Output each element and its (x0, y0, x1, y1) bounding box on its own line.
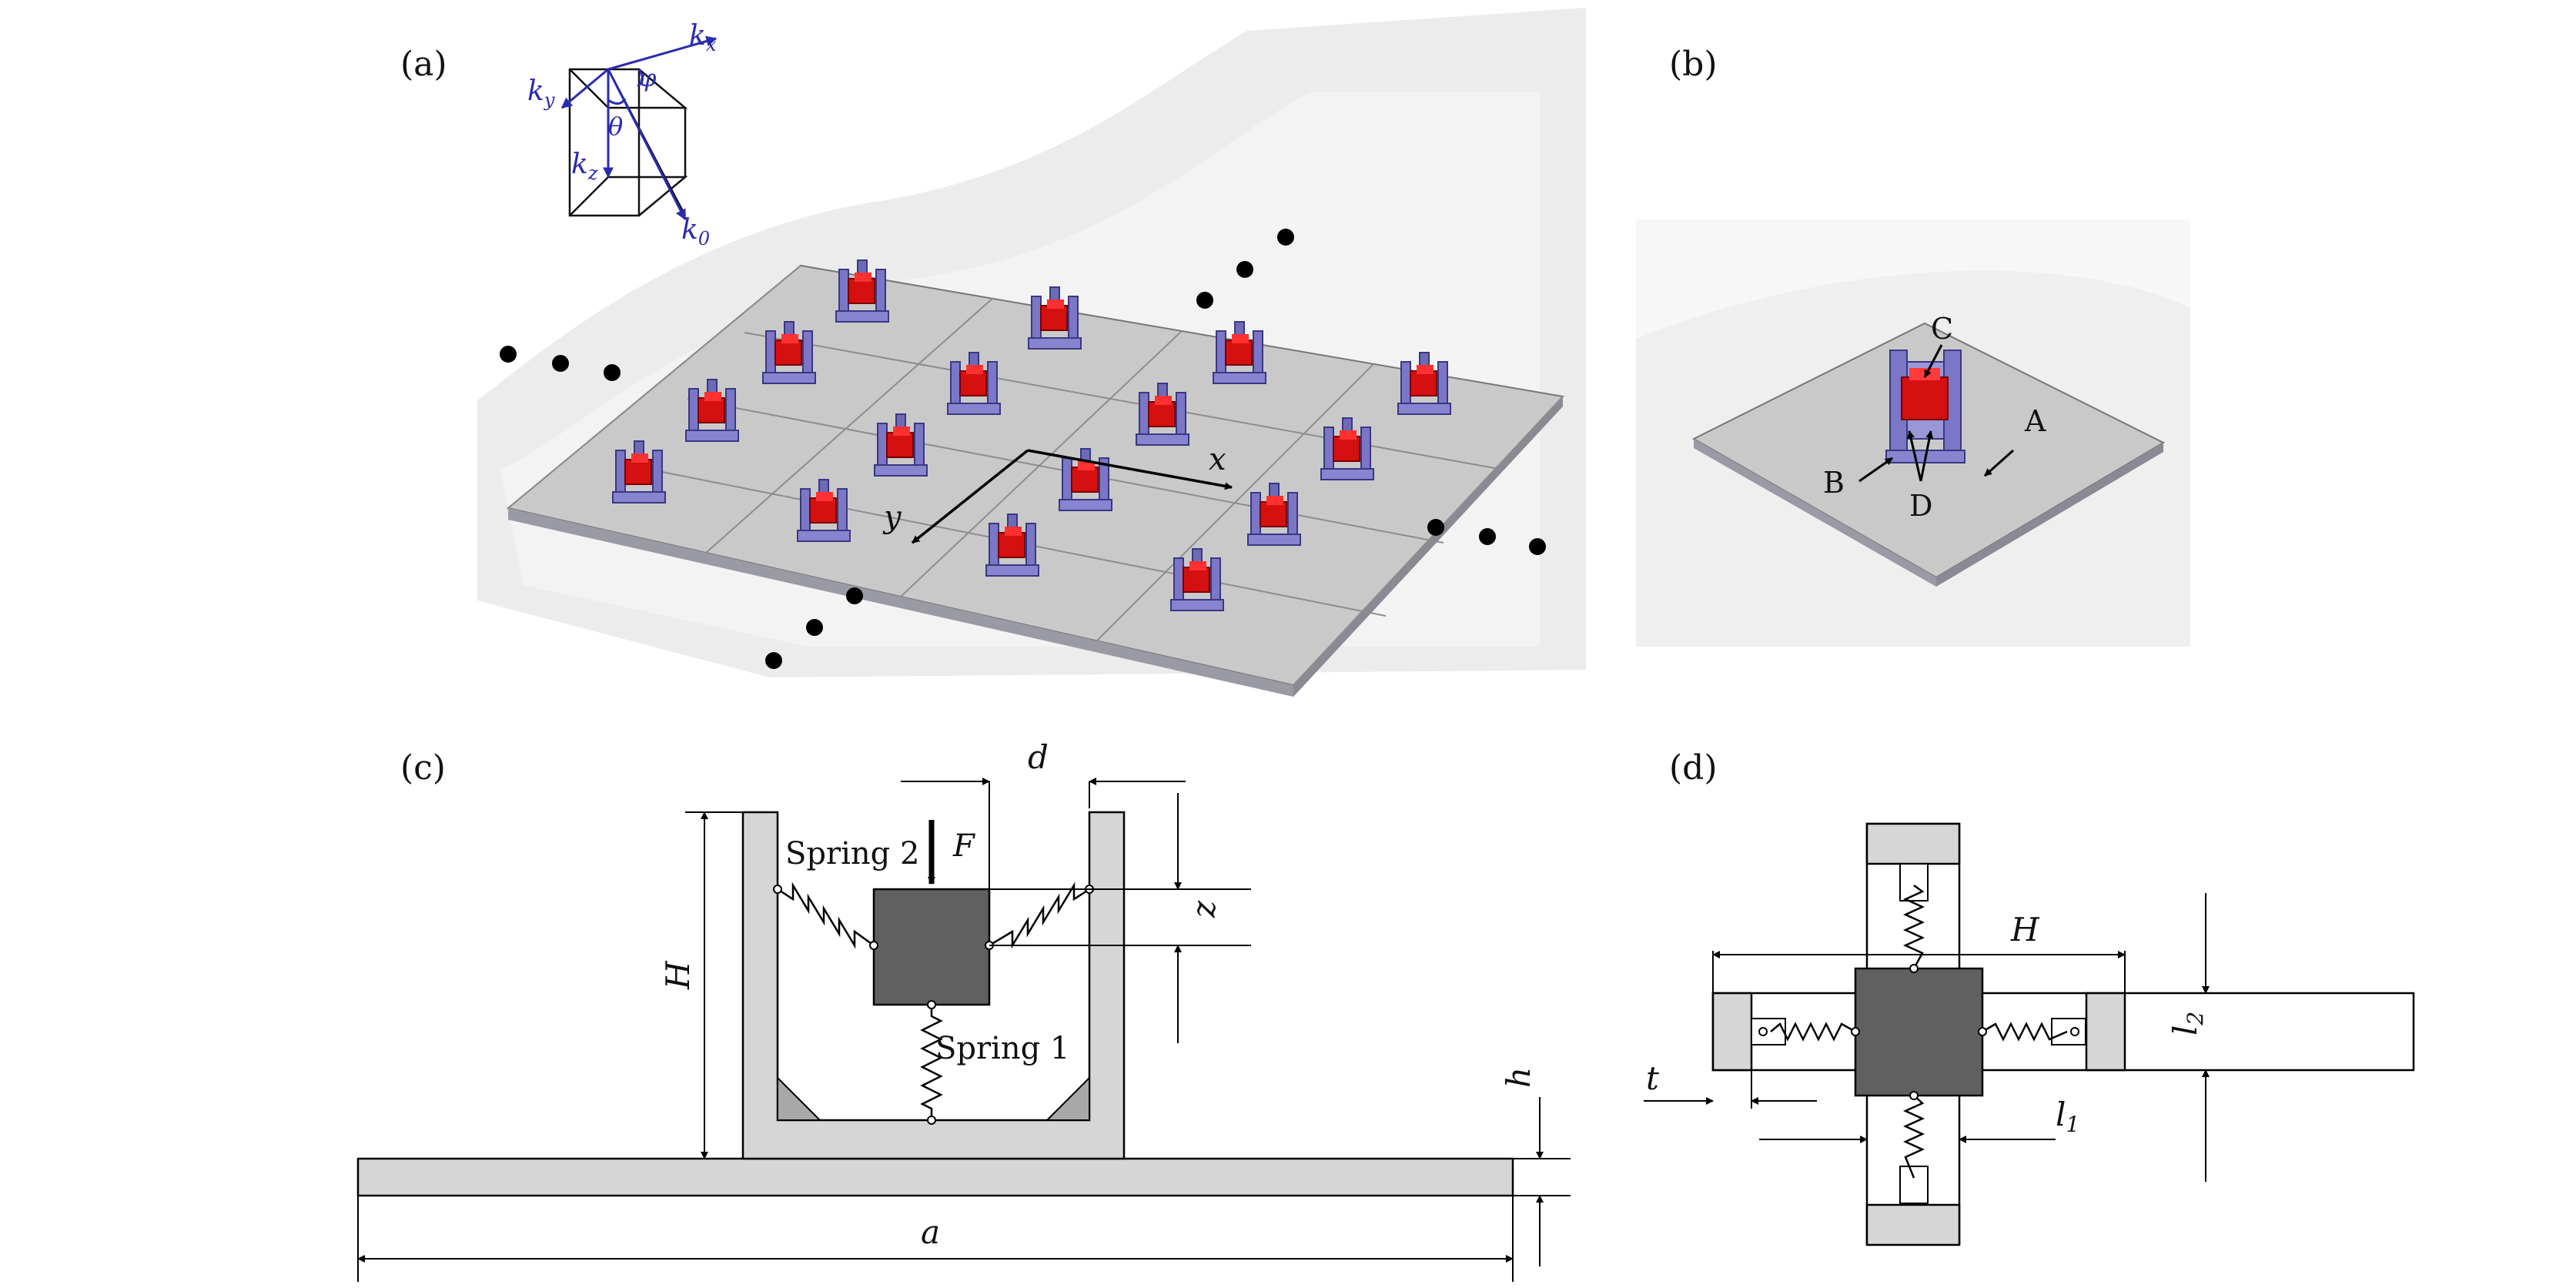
spring-1 (920, 1005, 943, 1120)
dim-a-label: a (921, 1213, 940, 1251)
dimension-lines-d (1644, 893, 2233, 1182)
resonator-unit (1136, 383, 1189, 446)
resonator-unit (685, 379, 739, 442)
dim-h-label: h (1500, 1067, 1537, 1088)
resonator-unit (797, 479, 851, 542)
panel-d-label: (d) (1669, 748, 1718, 788)
kz-label: kz (571, 149, 598, 184)
y-axis-label: y (882, 500, 902, 535)
spring-2-label: Spring 2 (785, 836, 919, 871)
y-axis-arrow (911, 449, 1029, 544)
kx-label: kx (689, 20, 717, 55)
wave-vector-diagram (568, 68, 688, 217)
resonator-unit (1170, 548, 1224, 611)
resonator-unit (762, 321, 816, 384)
panel-a-label: (a) (400, 45, 447, 84)
u-frame (741, 811, 1126, 1160)
x-axis-arrow (1027, 449, 1233, 490)
dim-l2-label: l2 (2166, 1012, 2208, 1035)
plate-axes (911, 449, 1233, 544)
k0-arrow (607, 69, 687, 221)
dim-d-label: d (1028, 738, 1049, 776)
resonator-unit (835, 259, 889, 323)
dim-H-label: H (659, 960, 697, 990)
dim-t-label: t (1646, 1059, 1659, 1097)
resonator-unit (947, 352, 1001, 415)
resonator-unit (874, 413, 928, 477)
spring-2-right (989, 882, 1090, 949)
resonator-unit (1320, 417, 1374, 480)
resonator-unit (1397, 352, 1451, 415)
resonator-unit (612, 440, 666, 503)
part-callouts (1858, 344, 2014, 483)
kx-arrow (607, 35, 718, 71)
panel-a: (a) kx ky kz k0 φ θ (400, 8, 1586, 697)
resonator-unit (1213, 321, 1266, 384)
panel-b-label: (b) (1669, 45, 1718, 84)
part-b-label: B (1823, 466, 1845, 500)
mass-block (872, 888, 991, 1006)
x-axis-label: x (1209, 442, 1226, 477)
resonator-unit (1028, 286, 1082, 350)
dim-H-label-d: H (2010, 911, 2040, 948)
panel-b: (b) C B D A (1636, 45, 2190, 647)
part-d-label: D (1909, 489, 1932, 523)
dim-l1-label: l1 (2056, 1096, 2079, 1137)
spring-1-label: Spring 1 (935, 1031, 1069, 1066)
panel-d: (d) (1644, 748, 2415, 1246)
dim-z-label: z (1185, 900, 1223, 918)
continuation-dots (500, 229, 1546, 669)
part-a-label: A (2024, 404, 2046, 438)
springs-d (1770, 884, 2068, 1179)
panel-c-label: (c) (400, 748, 446, 788)
phi-label: φ (639, 63, 657, 92)
dimension-lines-c (357, 778, 1571, 1282)
panel-c: (c) F Spring 2 Spring 1 (356, 738, 1571, 1282)
wave-vectors (560, 35, 718, 221)
spring-2-left (777, 882, 875, 949)
resonator-unit (1247, 483, 1301, 546)
force-label: F (952, 828, 975, 864)
resonator-unit (985, 514, 1039, 577)
theta-label: θ (608, 112, 623, 141)
part-c-label: C (1931, 312, 1953, 346)
k0-label: k0 (681, 214, 710, 249)
ky-arrow (560, 68, 609, 109)
base-plate (356, 1157, 1514, 1197)
ky-label: ky (527, 75, 555, 111)
